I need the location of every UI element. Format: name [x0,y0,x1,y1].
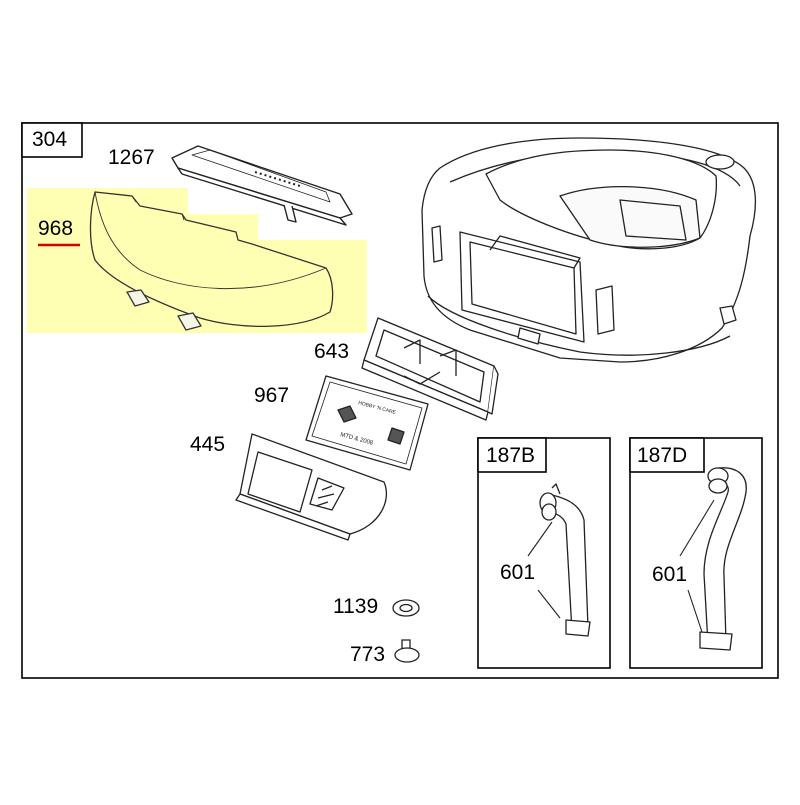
part-callout-1267[interactable]: 1267 [108,146,155,169]
part-callout-967[interactable]: 967 [254,384,290,407]
sub-box-187d-label: 187D [637,444,688,467]
part-callout-601-d[interactable]: 601 [652,563,688,586]
engine-shroud[interactable] [421,137,757,363]
leader-lines-187d [679,499,715,633]
hose-601-d[interactable] [699,467,747,651]
assembly-number-label: 304 [32,128,68,151]
part-643-bracket[interactable] [361,317,499,421]
part-callout-643[interactable]: 643 [314,340,350,363]
sub-box-187b-label: 187B [486,444,536,467]
part-callout-1139[interactable]: 1139 [333,595,379,618]
sub-box-187b-label-box [477,437,547,473]
part-773-pin[interactable] [394,639,420,663]
part-callout-601-b[interactable]: 601 [500,561,536,584]
part-1139-washer[interactable] [392,599,420,617]
part-callout-968[interactable]: 968 [38,217,74,240]
diagram-frame [21,122,779,679]
part-968-cover[interactable] [89,191,334,331]
sub-box-187d-label-box [629,437,705,473]
hose-601-b[interactable] [539,483,591,637]
leader-lines-187b [527,521,561,619]
part-967-decal[interactable] [305,375,429,471]
part-445-window-frame[interactable] [235,433,388,541]
part-callout-773[interactable]: 773 [350,643,386,666]
assembly-label-box [21,122,83,158]
part-1267-lid[interactable] [171,145,353,226]
part-callout-445[interactable]: 445 [190,433,226,456]
